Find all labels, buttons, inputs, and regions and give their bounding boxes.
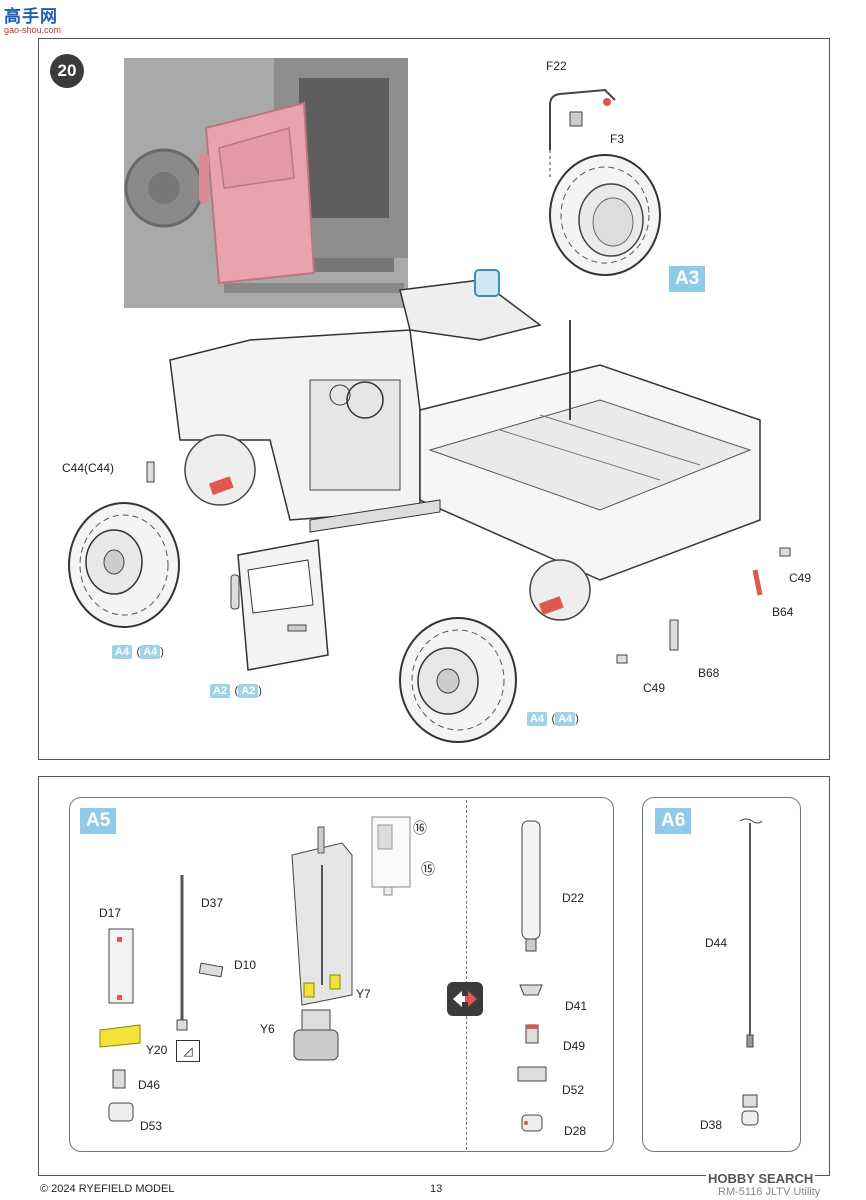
part-b68 xyxy=(616,619,679,664)
footer-credit: HOBBY SEARCH xyxy=(706,1171,816,1186)
ref-a2-paren: A2 xyxy=(238,684,259,698)
detached-door xyxy=(230,539,329,671)
ref-a4-left-tag: A4 xyxy=(112,645,133,659)
step-number-badge: 20 xyxy=(50,54,84,88)
ref-a4-right-tag: A4 xyxy=(527,712,548,726)
watermark-url: gao-shou.com xyxy=(4,25,62,35)
a5-divider xyxy=(466,800,467,1150)
label-decal-15: ⑮ xyxy=(421,861,435,877)
label-d17: D17 xyxy=(99,906,122,920)
part-c44 xyxy=(146,461,155,483)
ref-a4-right-paren: A4 xyxy=(555,712,576,726)
label-a3-tag: A3 xyxy=(669,266,706,292)
label-y6: Y6 xyxy=(260,1022,275,1036)
a6-box xyxy=(642,797,801,1152)
alternate-option-icon xyxy=(447,982,483,1016)
label-d53: D53 xyxy=(140,1119,163,1133)
label-c44: C44(C44) xyxy=(62,461,115,475)
label-decal-16: ⑯ xyxy=(413,820,427,836)
label-d52: D52 xyxy=(562,1083,585,1097)
label-d22: D22 xyxy=(562,891,585,905)
decal-card xyxy=(371,816,411,896)
label-d10: D10 xyxy=(234,958,257,972)
a5-title: A5 xyxy=(80,808,117,834)
footer-product: RM-5116 JLTV Utility xyxy=(718,1186,821,1198)
ref-a4-left: A4 (A4) xyxy=(112,642,164,660)
ref-a2-tag: A2 xyxy=(210,684,231,698)
label-d37: D37 xyxy=(201,896,224,910)
label-d49: D49 xyxy=(563,1039,586,1053)
swap-arrows-icon xyxy=(453,991,477,1007)
label-c49-bottom: C49 xyxy=(643,681,666,695)
antenna-d44-assembly xyxy=(739,818,763,1126)
label-d44: D44 xyxy=(705,936,728,950)
photo-door xyxy=(204,101,316,285)
label-y20: Y20 xyxy=(146,1043,168,1057)
reference-photo xyxy=(124,58,408,308)
label-f22: F22 xyxy=(546,59,567,73)
part-b64 xyxy=(752,547,791,596)
label-d41: D41 xyxy=(565,999,588,1013)
watermark-title: 高手网 xyxy=(4,7,58,26)
ref-a4-left-paren: A4 xyxy=(140,645,161,659)
ref-a4-right: A4 (A4) xyxy=(527,709,579,727)
label-f3: F3 xyxy=(610,132,625,146)
label-d28: D28 xyxy=(564,1124,587,1138)
footer-copyright: © 2024 RYEFIELD MODEL xyxy=(40,1183,175,1195)
vehicle-chassis-drawing xyxy=(169,269,761,621)
spare-tire-mount xyxy=(549,88,616,180)
step-20-panel xyxy=(38,38,830,760)
cement-symbol-icon: ◿ xyxy=(176,1040,200,1062)
sub-assembly-panel xyxy=(38,776,830,1176)
label-d46: D46 xyxy=(138,1078,161,1092)
label-y7: Y7 xyxy=(356,987,371,1001)
label-b64: B64 xyxy=(772,605,794,619)
antenna-base-assembly xyxy=(291,826,353,1061)
a5-box xyxy=(69,797,614,1152)
spare-tire xyxy=(549,154,661,276)
ref-a2: A2 (A2) xyxy=(210,681,262,699)
front-left-tire xyxy=(68,502,180,628)
mount-d17-assembly xyxy=(99,928,224,1122)
label-c49-top: C49 xyxy=(789,571,812,585)
label-b68: B68 xyxy=(698,666,720,680)
antenna-d37 xyxy=(176,875,188,1031)
label-d38: D38 xyxy=(700,1118,723,1132)
photo-illustration xyxy=(124,58,408,308)
footer-page-number: 13 xyxy=(430,1183,443,1195)
rear-right-tire xyxy=(399,617,517,743)
a6-title: A6 xyxy=(655,808,692,834)
watermark: 高手网 gao-shou.com xyxy=(4,2,61,35)
antenna-d22-assembly xyxy=(517,820,547,1132)
